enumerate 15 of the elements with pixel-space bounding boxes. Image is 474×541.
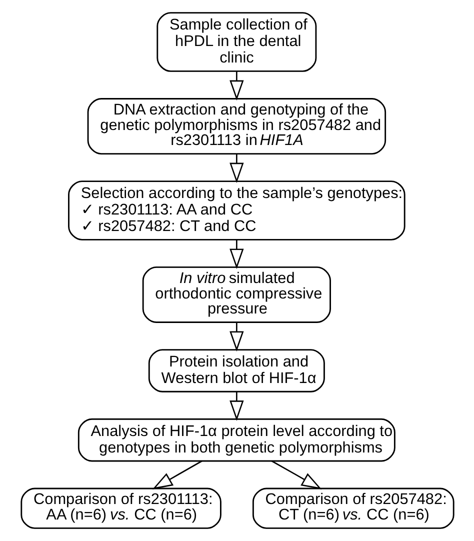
arrow [270, 460, 322, 490]
arrow [229, 322, 244, 352]
node-box: Analysis of HIF-1α protein level according to genotypes in both genetic polymorphisms [77, 418, 395, 462]
node-box: Protein isolation and Western blot of HIF-1α [148, 349, 324, 392]
arrow [229, 71, 244, 101]
arrow [229, 240, 244, 269]
arrow [152, 460, 202, 490]
node-box: In vitro simulated orthodontic compressive pressure [142, 266, 330, 323]
node-box: Comparison of rs2057482: CT (n=6) vs. CC (n=6) [252, 488, 454, 529]
node-box: DNA extraction and genotyping of the genetic polymorphisms in rs2057482 and rs2301113 in HIF1A [86, 98, 386, 154]
node-box: Selection according to the sample’s genotypes: ✓ rs2301113: AA and CC ✓ rs2057482: CT and CC [68, 180, 405, 240]
arrow [229, 154, 244, 184]
node-box: Sample collection of hPDL in the dental clinic [156, 12, 316, 72]
node-box: Comparison of rs2301113: AA (n=6) vs. CC (n=6) [20, 488, 221, 529]
arrow [229, 392, 244, 421]
